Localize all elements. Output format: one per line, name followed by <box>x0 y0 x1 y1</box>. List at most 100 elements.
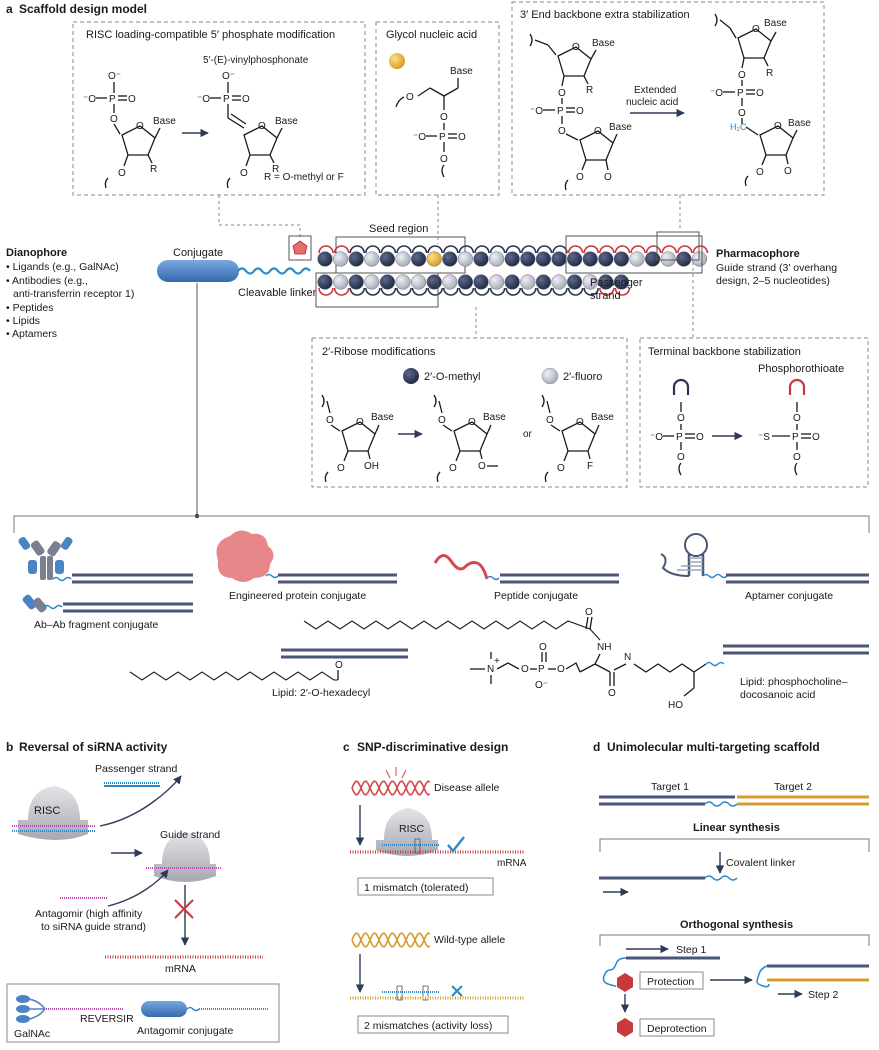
fab-fragment-icon <box>22 594 47 613</box>
guide-backbone-arc <box>630 245 646 254</box>
dianophore-title: Dianophore <box>6 247 67 259</box>
check-icon <box>447 836 465 853</box>
svg-text:O: O <box>608 688 616 699</box>
svg-text:O: O <box>240 168 248 179</box>
mutation-spark-icon <box>385 767 407 779</box>
d-target2-label: Target 2 <box>774 781 812 793</box>
passenger-nucleotide-bead <box>410 274 427 290</box>
panel-c: c SNP-discriminative design Disease alle… <box>343 740 527 1034</box>
svg-text:P: P <box>737 88 744 99</box>
svg-text:O: O <box>440 154 448 165</box>
d-target1-label: Target 1 <box>651 781 689 793</box>
panel-d-letter: d <box>593 740 600 754</box>
guide-backbone-arc <box>333 245 350 254</box>
svg-text:O: O <box>478 461 486 472</box>
svg-text:O: O <box>784 166 792 177</box>
passenger-nucleotide-bead <box>364 274 380 290</box>
svg-text:O: O <box>558 88 566 99</box>
guide-nucleotide-bead <box>426 251 442 267</box>
passenger-nucleotide-bead <box>317 274 333 290</box>
disease-allele-helix <box>351 780 431 796</box>
passenger-nucleotide-bead <box>473 274 489 290</box>
pharmacophore-line-1: Guide strand (3′ overhang <box>716 262 837 274</box>
terminal-box-title: Terminal backbone stabilization <box>648 346 801 358</box>
guide-nucleotide-bead <box>644 251 661 267</box>
guide-backbone-arc <box>474 245 490 254</box>
guide-nucleotide-bead <box>551 251 567 267</box>
svg-text:P: P <box>109 94 116 105</box>
end-box-title: 3′ End backbone extra stabilization <box>520 9 690 21</box>
svg-text:Base: Base <box>483 412 506 423</box>
glycol-box-title: Glycol nucleic acid <box>386 29 477 41</box>
svg-text:O: O <box>756 167 764 178</box>
deprotection-hexagon-icon <box>617 1018 633 1037</box>
phosphorothioate-label: Phosphorothioate <box>758 363 844 375</box>
svg-text:⁻O: ⁻O <box>83 94 96 105</box>
svg-text:R: R <box>150 164 157 175</box>
svg-text:O: O <box>521 664 529 675</box>
docosanoic-chain <box>303 620 601 641</box>
abab-label: Ab–Ab fragment conjugate <box>34 619 158 631</box>
d-linear-label: Linear synthesis <box>693 822 780 834</box>
svg-text:O: O <box>406 92 414 103</box>
guide-backbone-arc <box>365 245 381 254</box>
panel-b-title: Reversal of siRNA activity <box>19 740 168 754</box>
svg-text:O: O <box>440 112 448 123</box>
passenger-nucleotide-bead <box>504 274 520 290</box>
svg-text:O⁻: O⁻ <box>108 71 121 82</box>
svg-text:⁻O: ⁻O <box>197 94 210 105</box>
guide-nucleotide-bead <box>629 251 645 267</box>
passenger-nucleotide-bead <box>598 274 614 290</box>
guide-nucleotide-bead <box>410 251 427 267</box>
svg-text:NH: NH <box>597 642 611 653</box>
svg-text:O: O <box>458 132 466 143</box>
guide-backbone-arc <box>536 245 553 254</box>
guide-nucleotide-bead <box>582 251 598 267</box>
svg-text:O: O <box>557 664 565 675</box>
dianophore-item-4: • Lipids <box>6 315 40 327</box>
omethyl-label: 2′-O-methyl <box>424 371 480 383</box>
passenger-backbone-arc <box>443 287 459 296</box>
guide-nucleotide-bead <box>379 251 396 267</box>
svg-text:Base: Base <box>275 116 298 127</box>
phosphate-nucleotide-structure: O⁻ P ⁻O O O O Base O R <box>83 71 176 189</box>
svg-text:⁻O: ⁻O <box>710 88 723 99</box>
panel-a: a Scaffold design model RISC loading-com… <box>6 1 870 711</box>
guide-backbone-arc <box>318 245 334 254</box>
b-antagomir-label-1: Antagomir (high affinity <box>35 908 143 920</box>
or-label: or <box>523 429 533 440</box>
passenger-nucleotide-bead <box>535 274 552 290</box>
guide-backbone-arc <box>552 245 568 254</box>
aptamer-hairpin-icon <box>660 533 708 577</box>
red-arch-icon <box>788 378 806 395</box>
lipid-phosphocholine-label-2: docosanoic acid <box>740 689 815 701</box>
svg-text:HO: HO <box>668 700 683 711</box>
wildtype-allele-helix <box>351 932 431 948</box>
guide-nucleotide-bead <box>660 251 676 267</box>
passenger-nucleotide-bead <box>457 274 474 290</box>
panel-b-letter: b <box>6 740 13 754</box>
sirna-duplex <box>317 245 709 296</box>
guide-backbone-arc <box>411 245 428 254</box>
passenger-backbone-arc <box>583 287 599 296</box>
passenger-backbone-arc <box>505 287 521 296</box>
guide-backbone-arc <box>567 245 584 254</box>
svg-text:⁻O: ⁻O <box>530 106 543 117</box>
passenger-nucleotide-bead <box>582 274 598 290</box>
d-protection-label: Protection <box>647 976 694 988</box>
guide-backbone-arc <box>521 245 537 254</box>
peptide-conjugate-label: Peptide conjugate <box>494 590 578 602</box>
svg-text:O: O <box>793 413 801 424</box>
passenger-backbone-arc <box>333 287 350 296</box>
peptide-squiggle-icon <box>433 554 489 580</box>
guide-nucleotide-bead <box>442 251 458 267</box>
svg-text:O: O <box>677 413 685 424</box>
vinylphosphonate-nucleotide-structure: O⁻ P ⁻O O O Base O R <box>197 71 298 189</box>
end-highlight-box <box>656 231 700 261</box>
svg-text:R: R <box>586 85 593 96</box>
guide-backbone-arc <box>505 245 521 254</box>
svg-text:O: O <box>557 463 565 474</box>
guide-nucleotide-bead <box>520 251 536 267</box>
passenger-backbone-arc <box>614 287 631 296</box>
